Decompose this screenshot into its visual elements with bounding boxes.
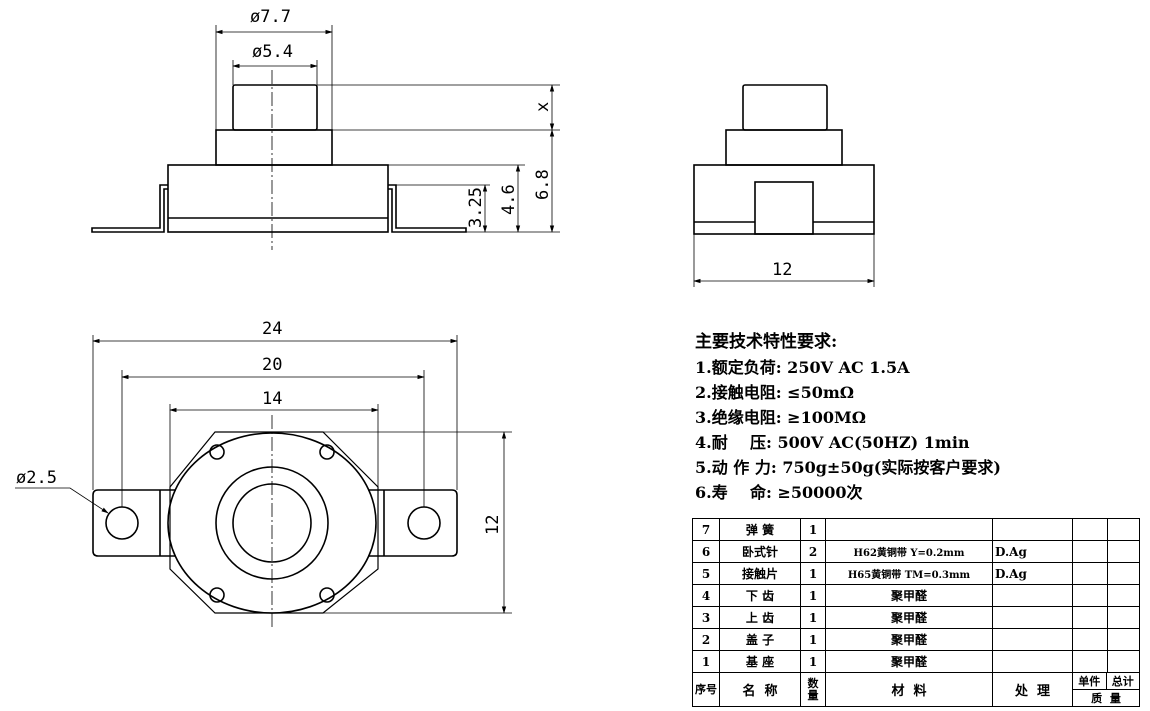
dim-d-outer: ø7.7 [250, 7, 291, 27]
bom-no: 2 [692, 628, 720, 651]
table-row: 1 基 座 1 聚甲醛 [692, 650, 1140, 673]
dim-width-side: 12 [772, 260, 792, 280]
bom-material: 聚甲醛 [825, 650, 993, 673]
bom-process: D.Ag [992, 562, 1073, 585]
bom-process [992, 584, 1073, 607]
bill-of-materials: 7 弹 簧 1 6 卧式针 2 H62黄铜带 Y=0.2mm D.Ag 5 接触… [692, 518, 1140, 707]
bom-material: 聚甲醛 [825, 628, 993, 651]
dim-h-total: 6.8 [533, 169, 553, 200]
bom-unit-weight [1072, 562, 1108, 585]
bom-qty: 1 [800, 650, 826, 673]
bom-total-weight [1107, 518, 1140, 541]
bom-qty: 1 [800, 584, 826, 607]
dim-h-tab: 3.25 [466, 187, 486, 228]
bom-material: H62黄铜带 Y=0.2mm [825, 540, 993, 563]
table-row: 3 上 齿 1 聚甲醛 [692, 606, 1140, 629]
bom-header-total-weight: 总计 [1111, 675, 1134, 688]
dim-h-body: 4.6 [499, 184, 519, 215]
bom-material: H65黄铜带 TM=0.3mm [825, 562, 993, 585]
bom-name: 基 座 [719, 650, 801, 673]
bom-unit-weight [1072, 606, 1108, 629]
note-item: 2.接触电阻: ≤50mΩ [695, 383, 855, 402]
bom-no: 3 [692, 606, 720, 629]
table-row: 5 接触片 1 H65黄铜带 TM=0.3mm D.Ag [692, 562, 1140, 585]
bom-header-weight-label: 质 量 [1091, 692, 1121, 705]
dim-len-24: 24 [262, 319, 282, 339]
dim-hole-d: ø2.5 [16, 468, 57, 488]
bom-qty: 1 [800, 606, 826, 629]
bom-no: 1 [692, 650, 720, 673]
note-item: 5.动 作 力: 750g±50g(实际按客户要求) [695, 458, 1001, 477]
table-row: 2 盖 子 1 聚甲醛 [692, 628, 1140, 651]
note-item: 3.绝缘电阻: ≥100MΩ [695, 408, 866, 427]
bom-qty: 1 [800, 562, 826, 585]
technical-notes: 主要技术特性要求: 1.额定负荷: 250V AC 1.5A 2.接触电阻: ≤… [695, 330, 1145, 505]
bom-unit-weight [1072, 518, 1108, 541]
note-item: 6.寿 命: ≥50000次 [695, 483, 863, 502]
bom-no: 4 [692, 584, 720, 607]
bom-name: 盖 子 [719, 628, 801, 651]
bom-header-no: 序号 [692, 672, 720, 707]
bom-process [992, 628, 1073, 651]
bom-qty: 1 [800, 628, 826, 651]
side-view-dimensions [693, 234, 875, 287]
bom-name: 弹 簧 [719, 518, 801, 541]
top-view-dimensions [15, 335, 512, 614]
bom-qty: 2 [800, 540, 826, 563]
bom-process [992, 606, 1073, 629]
bom-total-weight [1107, 650, 1140, 673]
bom-no: 5 [692, 562, 720, 585]
notes-title: 主要技术特性要求: [695, 332, 838, 352]
bom-total-weight [1107, 540, 1140, 563]
top-view [92, 415, 458, 630]
bom-header-weight: 单件 总计 质 量 [1072, 672, 1140, 707]
bom-material: 聚甲醛 [825, 606, 993, 629]
bom-material [825, 518, 993, 541]
bom-total-weight [1107, 606, 1140, 629]
bom-total-weight [1107, 584, 1140, 607]
note-item: 1.额定负荷: 250V AC 1.5A [695, 358, 910, 377]
front-view-dimensions [215, 25, 560, 233]
side-view [693, 84, 875, 235]
bom-name: 上 齿 [719, 606, 801, 629]
bom-total-weight [1107, 628, 1140, 651]
bom-qty: 1 [800, 518, 826, 541]
dim-len-20: 20 [262, 355, 282, 375]
bom-name: 卧式针 [719, 540, 801, 563]
bom-no: 7 [692, 518, 720, 541]
table-row: 6 卧式针 2 H62黄铜带 Y=0.2mm D.Ag [692, 540, 1140, 563]
table-header-row: 序号 名 称 数量 材 料 处 理 单件 总计 质 量 [692, 672, 1140, 707]
bom-header-process: 处 理 [992, 672, 1073, 707]
bom-header-material: 材 料 [825, 672, 993, 707]
bom-material: 聚甲醛 [825, 584, 993, 607]
table-row: 4 下 齿 1 聚甲醛 [692, 584, 1140, 607]
bom-header-qty: 数量 [800, 672, 826, 707]
bom-name: 下 齿 [719, 584, 801, 607]
bom-total-weight [1107, 562, 1140, 585]
bom-process [992, 518, 1073, 541]
table-row: 7 弹 簧 1 [692, 518, 1140, 541]
front-view [91, 70, 467, 250]
bom-process: D.Ag [992, 540, 1073, 563]
dim-len-14: 14 [262, 389, 282, 409]
bom-unit-weight [1072, 540, 1108, 563]
bom-no: 6 [692, 540, 720, 563]
dim-height-12: 12 [483, 515, 503, 535]
bom-unit-weight [1072, 650, 1108, 673]
bom-name: 接触片 [719, 562, 801, 585]
bom-unit-weight [1072, 584, 1108, 607]
bom-header-name: 名 称 [719, 672, 801, 707]
note-item: 4.耐 压: 500V AC(50HZ) 1min [695, 433, 970, 452]
dim-d-inner: ø5.4 [252, 42, 293, 62]
bom-process [992, 650, 1073, 673]
bom-unit-weight [1072, 628, 1108, 651]
bom-header-unit-weight: 单件 [1074, 673, 1107, 689]
dim-stroke: x [533, 102, 553, 112]
